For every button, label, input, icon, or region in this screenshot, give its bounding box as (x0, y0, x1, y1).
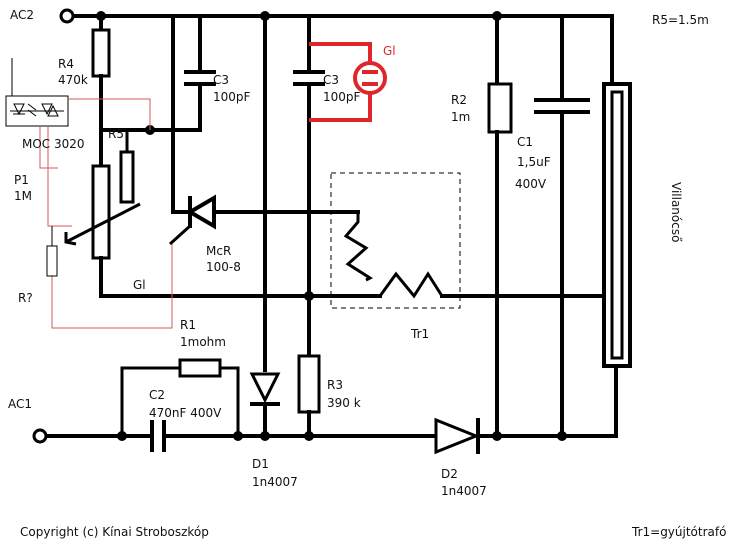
ac1-label: AC1 (8, 397, 32, 411)
c2-value: 470nF 400V (149, 406, 222, 420)
ac2-terminal[interactable] (59, 8, 75, 24)
p1-wiper-arrowhead (64, 232, 77, 246)
d2-value: 1n4007 (441, 484, 487, 498)
tr1-label: Tr1 (410, 327, 429, 341)
r2-resistor[interactable] (487, 82, 513, 134)
p1-label: P1 (14, 173, 29, 187)
d2-diode[interactable] (434, 417, 481, 455)
d1-label: D1 (252, 457, 269, 471)
c3-left-label: C3 (213, 73, 229, 87)
r-unknown-label: R? (18, 291, 33, 305)
mcr-gate-lead (168, 224, 192, 246)
tr1-note-footer: Tr1=gyújtótrafó (631, 525, 726, 539)
r5-resistor[interactable] (119, 150, 135, 204)
r3-value: 390 k (327, 396, 361, 410)
c2-capacitor[interactable] (148, 420, 168, 452)
top-rail (71, 14, 614, 86)
p1-potentiometer[interactable] (91, 164, 111, 260)
c1-value: 1,5uF (517, 155, 551, 169)
tr1-primary-coil (378, 271, 444, 299)
r-unknown-resistor[interactable] (46, 245, 58, 277)
gl-glow-lamp-modification[interactable] (309, 42, 387, 122)
r2-value: 1m (451, 110, 470, 124)
moc-trace-wiring (39, 98, 173, 329)
c1-label: C1 (517, 135, 533, 149)
flash-tube-inner (610, 90, 624, 360)
mcr-thyristor[interactable] (186, 194, 216, 230)
r4-label: R4 (58, 57, 74, 71)
moc3020-optocoupler[interactable] (5, 58, 69, 127)
d2-label: D2 (441, 467, 458, 481)
r3-resistor[interactable] (297, 354, 321, 414)
c3-right-capacitor[interactable] (295, 70, 323, 86)
r3-label: R3 (327, 378, 343, 392)
r1-label: R1 (180, 318, 196, 332)
tr1-secondary-coil (343, 212, 374, 282)
mcr-value: 100-8 (206, 260, 241, 274)
d1-diode[interactable] (249, 372, 281, 404)
c3-right-value: 100pF (323, 90, 361, 104)
r2-label: R2 (451, 93, 467, 107)
c3-left-value: 100pF (213, 90, 251, 104)
copyright-footer: Copyright (c) Kínai Stroboszkóp (20, 525, 209, 539)
p1-wiper-arrow (65, 202, 141, 244)
p1-value: 1M (14, 189, 32, 203)
flash-tube-label: Villanócső (669, 182, 683, 242)
r4-resistor[interactable] (91, 28, 111, 78)
r4-value: 470k (58, 73, 88, 87)
r5-label: R5 (108, 127, 124, 141)
gl-top-label: Gl (383, 44, 396, 58)
r5-note-label: R5=1.5m (652, 13, 709, 27)
r1-value: 1mohm (180, 335, 226, 349)
c1-capacitor[interactable] (536, 98, 588, 114)
c2-label: C2 (149, 388, 165, 402)
gl-bottom-label: Gl (133, 278, 146, 292)
c3-right-label: C3 (323, 73, 339, 87)
bottom-rail (44, 364, 618, 438)
tr1-transformer-box[interactable] (330, 172, 461, 309)
d1-value: 1n4007 (252, 475, 298, 489)
c3-left-capacitor[interactable] (186, 70, 214, 86)
ac1-terminal[interactable] (32, 428, 48, 444)
c1-voltage: 400V (515, 177, 547, 191)
moc-label: MOC 3020 (22, 137, 85, 151)
ac2-label: AC2 (10, 8, 34, 22)
mcr-label: McR (206, 244, 231, 258)
r1-resistor[interactable] (178, 358, 222, 378)
